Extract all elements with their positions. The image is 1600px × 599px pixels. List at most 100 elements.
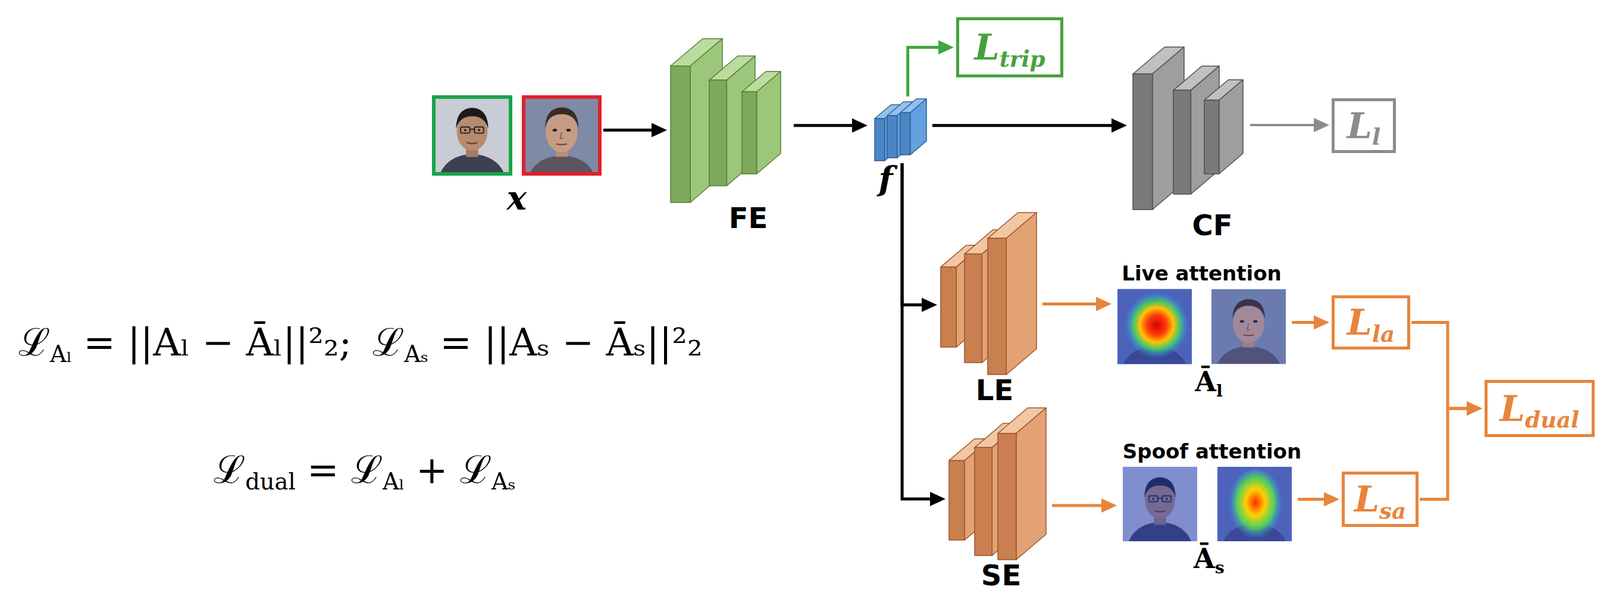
equation-subscript: Aₛ: [491, 467, 516, 496]
node-text: Ldual: [1500, 387, 1580, 430]
arrowhead: [1323, 492, 1340, 507]
block-side: [1016, 407, 1047, 560]
connector-line: [1297, 497, 1329, 501]
node-text: Ltrip: [974, 26, 1045, 68]
arrowhead: [1101, 498, 1117, 513]
equation-subscript: Aₗ: [49, 340, 72, 368]
node-text: Lsa: [1354, 478, 1407, 520]
block-side: [756, 71, 781, 174]
node-text: CF: [1191, 210, 1233, 240]
loss-box: Ll: [1331, 98, 1396, 153]
live-face-photo: [433, 96, 511, 174]
arrowhead: [651, 122, 668, 137]
spoof-face-photo: [523, 97, 600, 174]
connector-line: [1042, 302, 1101, 306]
main-symbol: L: [1354, 477, 1380, 520]
arrowhead: [1111, 118, 1127, 133]
main-symbol: L: [1347, 301, 1373, 343]
node-text: f: [878, 161, 893, 196]
node-text: Ll: [1347, 105, 1381, 147]
block-front: [940, 266, 957, 347]
connector: [1051, 498, 1117, 513]
connector: [932, 118, 1127, 133]
connector-line: [1250, 123, 1318, 127]
spoof-estimator: SE: [949, 407, 1047, 560]
block-front: [874, 118, 885, 161]
connector: [1411, 322, 1483, 416]
block-front: [1204, 99, 1220, 174]
equation-term: = ||Aₛ − Āₛ||²₂: [439, 319, 703, 366]
block-front: [1132, 73, 1153, 210]
live-heatmap: [1124, 291, 1189, 359]
equation-line: ℒdual= ℒAₗ+ ℒAₛ: [213, 446, 516, 493]
connector: [793, 118, 868, 133]
arrowhead: [938, 40, 954, 55]
block-side: [1190, 66, 1220, 194]
equation-subscript: Aₛ: [404, 340, 429, 368]
connector-line: [1291, 320, 1318, 324]
connector: [1419, 401, 1483, 500]
loss-box: Ltrip: [956, 17, 1064, 78]
equation-line: ℒAₗ= ||Aₗ − Āₗ||²₂;ℒAₛ= ||Aₛ − Āₛ||²₂: [18, 319, 703, 366]
arrowhead: [1313, 117, 1330, 133]
main-symbol: L: [1500, 387, 1526, 430]
face-photo: [1122, 466, 1198, 541]
connector-line: [902, 163, 934, 499]
node-text: FE: [728, 203, 769, 233]
connector-line: [907, 47, 943, 97]
arrowhead: [921, 297, 938, 312]
attention-maps: Live attentionĀl: [1117, 288, 1286, 365]
subscript: l: [1372, 123, 1381, 150]
connector-line: [902, 163, 926, 305]
attention-tint: [1122, 466, 1198, 541]
connector: [1297, 492, 1340, 507]
main-symbol: Ā: [1194, 365, 1217, 398]
arrowhead: [930, 491, 946, 506]
connector-line: [1411, 322, 1471, 409]
block-front: [987, 238, 1007, 375]
connector: [902, 163, 946, 506]
node-text: Live attention: [1121, 261, 1282, 286]
arrowhead: [1466, 401, 1483, 416]
block-front: [974, 447, 992, 556]
live-estimator: LE: [940, 212, 1037, 375]
equation-term: = ||Aₗ − Āₗ||²₂;: [83, 319, 352, 366]
spoof-heatmap: [1228, 468, 1283, 543]
feature-map: f: [874, 98, 927, 161]
node-text: Ās: [1193, 544, 1225, 572]
spoof-sample-frame: [523, 96, 600, 174]
subscript: dual: [1525, 406, 1580, 433]
block-side: [1006, 212, 1037, 375]
connector: [1042, 296, 1112, 311]
connector-line: [603, 128, 656, 132]
equation-term: + ℒ: [415, 446, 492, 493]
main-symbol: L: [1347, 104, 1373, 147]
input-images: x: [433, 96, 600, 174]
block-front: [670, 66, 691, 203]
loss-box: Lla: [1331, 295, 1411, 350]
connector: [902, 163, 938, 312]
node-text: Spoof attention: [1122, 439, 1302, 463]
node-text: LE: [975, 375, 1014, 405]
arrowhead: [1313, 315, 1330, 330]
equation-term: ℒ: [213, 446, 246, 493]
live-sample-frame: [433, 96, 511, 174]
loss-box: Lsa: [1341, 471, 1419, 527]
attention-maps: Spoof attentionĀs: [1122, 466, 1292, 541]
face-photo: [1117, 289, 1192, 364]
node-text: SE: [981, 560, 1022, 590]
node-text: Lla: [1347, 301, 1395, 343]
block-front: [887, 115, 898, 158]
feature-extractor: FE: [670, 38, 781, 203]
connector-line: [1051, 503, 1106, 507]
network-blocks: [670, 38, 1243, 560]
arrowhead: [852, 118, 868, 133]
loss-box: Ldual: [1484, 379, 1595, 437]
connector-line: [793, 123, 857, 127]
block-front: [900, 112, 911, 155]
node-text: x: [506, 180, 527, 215]
subscript: s: [1215, 556, 1225, 578]
classifier: CF: [1132, 47, 1243, 210]
